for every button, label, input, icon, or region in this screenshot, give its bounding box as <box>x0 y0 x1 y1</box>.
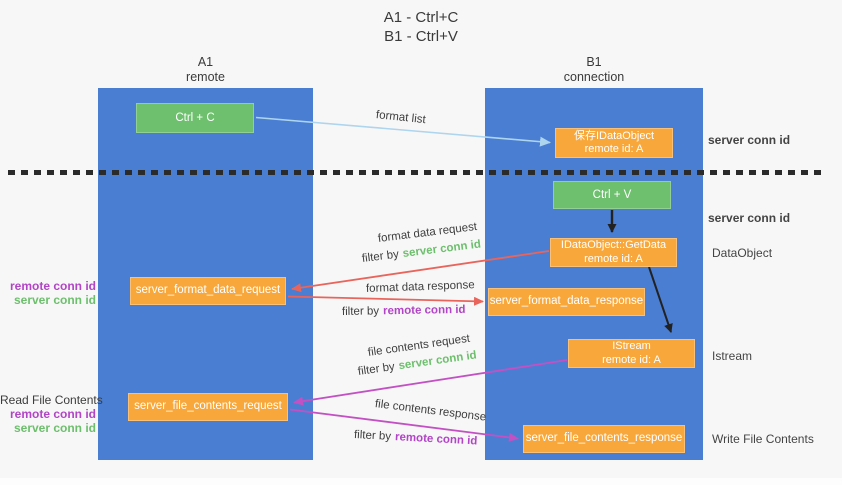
annotation-read-file-contents: Read File Contents <box>0 393 103 407</box>
node-save-dataobject-line1: 保存IDataObject <box>573 129 655 142</box>
footer-strip <box>0 478 842 485</box>
node-idataobject-getdata: IDataObject::GetData remote id: A <box>550 238 677 267</box>
annotation-remote-conn-id: remote conn id <box>9 407 96 421</box>
annotation-server-conn-id: server conn id <box>13 421 96 435</box>
annotation-remote-conn-id: remote conn id <box>9 279 96 293</box>
remote-conn-id-text: remote conn id <box>382 303 466 318</box>
column-b1-role: connection <box>563 70 625 84</box>
filter-by-text: filter by <box>341 305 380 318</box>
format-data-response-text: format data response <box>365 279 475 295</box>
annotation-istream: Istream <box>712 349 753 363</box>
annotation-conn-id-pair-top: remote conn id server conn id <box>0 279 96 307</box>
filter-by-text: filter by <box>353 429 392 443</box>
column-b1-id: B1 <box>586 55 602 69</box>
title-line-a1: A1 - Ctrl+C <box>383 9 459 26</box>
annotation-read-file-contents-block: Read File Contents remote conn id server… <box>0 393 103 435</box>
node-istream: IStream remote id: A <box>568 339 695 368</box>
annotation-dataobject: DataObject <box>712 246 773 260</box>
annotation-server-conn-id: server conn id <box>13 293 96 307</box>
node-save-dataobject-line2: remote id: A <box>584 143 644 155</box>
edge-label-format-data-response: format data response <box>366 279 475 295</box>
remote-conn-id-text: remote conn id <box>394 431 478 448</box>
node-ctrl-v: Ctrl + V <box>553 181 671 209</box>
node-file-response-label: server_file_contents_response <box>525 432 683 445</box>
node-ctrl-v-label: Ctrl + V <box>592 189 632 201</box>
filter-by-text: filter by <box>357 360 396 378</box>
file-contents-response-text: file contents response <box>374 398 487 424</box>
node-getdata-line1: IDataObject::GetData <box>560 239 667 251</box>
node-getdata-line2: remote id: A <box>584 252 643 265</box>
column-a1-id: A1 <box>197 55 214 69</box>
edge-label-format-list: format list <box>375 109 426 126</box>
diagram-title: A1 - Ctrl+C B1 - Ctrl+V <box>0 8 842 46</box>
session-separator-dotted-line <box>8 170 826 175</box>
annotation-server-conn-id-top: server conn id <box>708 133 791 147</box>
node-server-file-contents-response: server_file_contents_response <box>523 425 685 453</box>
node-server-format-data-request: server_format_data_request <box>130 277 286 305</box>
node-istream-line1: IStream <box>612 340 651 352</box>
node-istream-line2: remote id: A <box>602 353 661 366</box>
node-ctrl-c: Ctrl + C <box>136 103 254 133</box>
column-a1-role: remote <box>186 70 225 84</box>
node-file-request-label: server_file_contents_request <box>134 400 282 413</box>
node-format-response-label: server_format_data_response <box>489 295 644 308</box>
node-server-format-data-response: server_format_data_response <box>488 288 645 316</box>
node-ctrl-c-label: Ctrl + C <box>175 112 215 124</box>
annotation-server-conn-id-mid: server conn id <box>708 211 791 225</box>
node-format-request-label: server_format_data_request <box>135 284 281 297</box>
title-line-b1: B1 - Ctrl+V <box>384 28 458 45</box>
filter-by-text: filter by <box>361 248 400 265</box>
server-conn-id-text: server conn id <box>402 238 482 260</box>
format-list-text: format list <box>375 109 427 127</box>
annotation-write-file-contents: Write File Contents <box>712 432 814 446</box>
column-header-a1: A1 remote <box>98 55 313 85</box>
column-header-b1: B1 connection <box>485 55 703 85</box>
edge-label-file-contents-response: file contents response <box>374 398 487 424</box>
node-server-file-contents-request: server_file_contents_request <box>128 393 288 421</box>
arrow-format-data-response <box>287 295 484 306</box>
node-save-dataobject: 保存IDataObject remote id: A <box>555 128 673 158</box>
